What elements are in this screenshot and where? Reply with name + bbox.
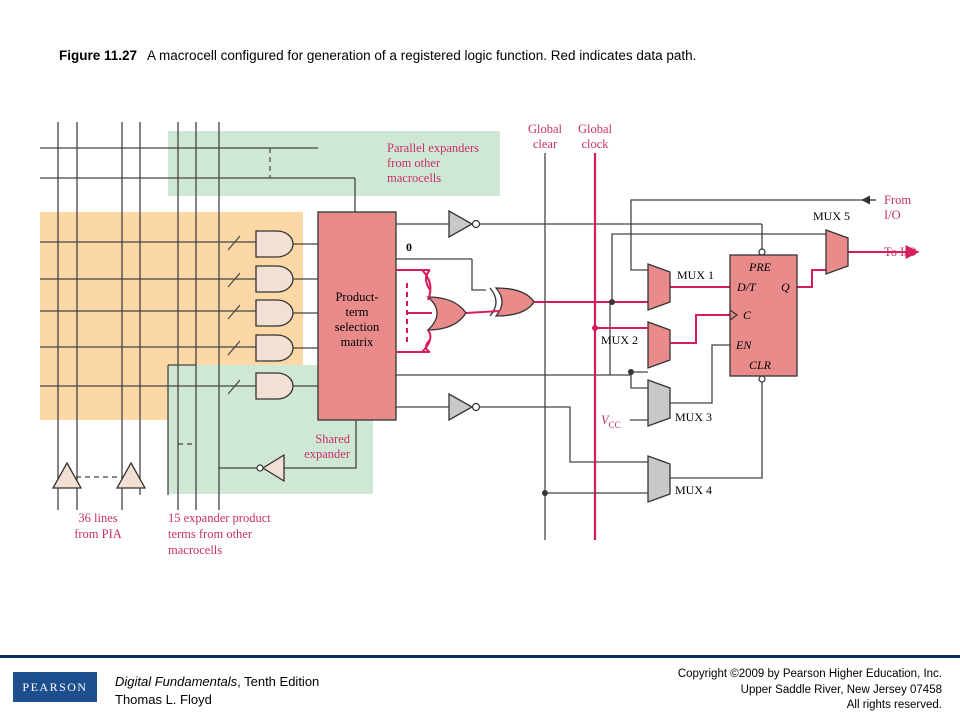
pia-buffers — [51, 461, 147, 489]
dashed-lines — [76, 148, 271, 478]
global-clear-label-1: Global — [528, 122, 563, 136]
book-info: Digital Fundamentals, Tenth Edition Thom… — [115, 673, 319, 709]
and-gate-5 — [255, 372, 294, 400]
pia-buffer-1 — [51, 461, 83, 489]
bus-slashes — [227, 235, 241, 395]
lines-36-label-1: 36 lines — [78, 511, 117, 525]
mux2-label: MUX 2 — [601, 333, 638, 347]
and-gate-3 — [255, 299, 294, 327]
mux1-label: MUX 1 — [677, 268, 714, 282]
or-gate-group — [396, 269, 467, 353]
figure-caption: Figure 11.27 A macrocell configured for g… — [59, 48, 696, 63]
pearson-logo: PEARSON — [13, 672, 97, 702]
flip-flop — [729, 254, 798, 377]
ff-dt-label: D/T — [736, 280, 757, 294]
ff-en-label: EN — [735, 338, 752, 352]
top-inverter — [448, 209, 474, 239]
figure-label: Figure 11.27 — [59, 48, 138, 63]
ff-pre-label: PRE — [748, 260, 772, 274]
mux4 — [647, 455, 671, 503]
lines-36-label-2: from PIA — [74, 527, 122, 541]
product-term-label-1: Product- — [335, 290, 378, 304]
expander-15-label-2: terms from other — [168, 527, 253, 541]
from-io-label-1: From — [884, 193, 911, 207]
io-wiring — [611, 199, 876, 302]
input-horizontal-lines — [40, 147, 356, 387]
mux5 — [825, 229, 849, 275]
from-io-label-2: I/O — [884, 208, 901, 222]
rights-line: All rights reserved. — [846, 699, 942, 711]
book-edition: , Tenth Edition — [237, 674, 320, 689]
matrix-output-wires — [396, 223, 763, 463]
address-line: Upper Saddle River, New Jersey 07458 — [740, 683, 942, 696]
ff-clr-label: CLR — [749, 358, 772, 372]
shared-expander-wiring — [167, 364, 357, 495]
ff-q-label: Q — [781, 280, 790, 294]
macrocell-diagram: Product- term selection matrix — [40, 122, 920, 557]
vcc-label: VCC — [601, 413, 621, 430]
shared-expander-label-1: Shared — [315, 432, 350, 446]
input-vertical-lines — [57, 122, 220, 510]
to-io-label: To I/O — [884, 245, 917, 259]
book-author: Thomas L. Floyd — [115, 692, 212, 707]
data-path — [534, 245, 920, 303]
product-term-label-2: term — [346, 305, 369, 319]
book-title: Digital Fundamentals — [115, 674, 238, 689]
product-term-label-3: selection — [335, 320, 380, 334]
parallel-expanders-label-1: Parallel expanders — [387, 141, 479, 155]
mux5-label: MUX 5 — [813, 209, 850, 223]
mux4-label: MUX 4 — [675, 483, 712, 497]
product-term-label-4: matrix — [341, 335, 374, 349]
figure-caption-text: A macrocell configured for generation of… — [147, 48, 697, 63]
xor-gate-back — [489, 287, 497, 317]
and-gate-1 — [255, 230, 294, 258]
and-gate-4 — [255, 334, 294, 362]
footer-divider — [0, 655, 960, 658]
copyright-block: Copyright ©2009 by Pearson Higher Educat… — [678, 667, 942, 714]
parallel-expanders-label-2: from other — [387, 156, 441, 170]
global-clock-label-2: clock — [581, 137, 609, 151]
or-gate — [426, 296, 467, 331]
copyright-line: Copyright ©2009 by Pearson Higher Educat… — [677, 668, 942, 680]
expander-15-label-3: macrocells — [168, 543, 222, 557]
global-clock-label-1: Global — [578, 122, 613, 136]
bottom-inverter — [448, 392, 474, 422]
mux3-label: MUX 3 — [675, 410, 712, 424]
pia-buffer-2 — [115, 461, 147, 489]
shared-expander-inverter — [261, 453, 285, 483]
green-region-parallel — [168, 131, 500, 196]
shared-expander-label-2: expander — [304, 447, 351, 461]
product-term-matrix — [317, 211, 397, 421]
and-gates — [255, 230, 294, 400]
ff-c-label: C — [743, 308, 752, 322]
mux1 — [647, 263, 671, 311]
zero-label: 0 — [406, 240, 412, 254]
mux3 — [647, 379, 671, 427]
xor-gate-group: 0 — [406, 240, 535, 317]
and-outputs — [293, 243, 318, 387]
mux2 — [647, 321, 671, 369]
global-clear-label-2: clear — [533, 137, 558, 151]
expander-15-label-1: 15 expander product — [168, 511, 271, 525]
xor-gate — [494, 287, 535, 317]
parallel-expanders-label-3: macrocells — [387, 171, 441, 185]
and-gate-2 — [255, 265, 294, 293]
